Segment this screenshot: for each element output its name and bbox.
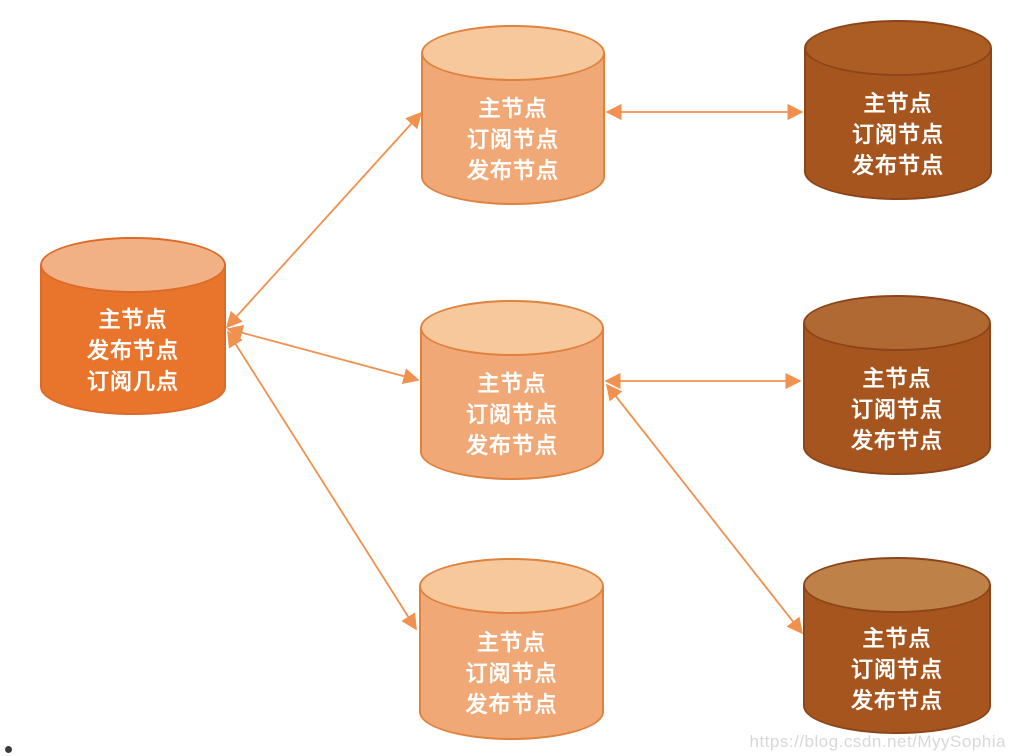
label-line: 发布节点 [850,688,943,713]
edge-replica-middle-secondary-bottom [605,383,804,635]
label-line: 订阅节点 [850,396,943,422]
cylinder-top-ellipse [40,237,226,293]
label-line: 发布节点 [465,432,558,458]
label-line: 发布节点 [851,152,944,178]
cylinder-top-ellipse [419,558,604,614]
node-master: 主节点 发布节点 订阅几点 [40,237,226,415]
label-line: 主节点 [476,629,546,655]
node-replica-bottom: 主节点 订阅节点 发布节点 [419,558,604,740]
bullet-dot [5,746,12,753]
cylinder-top-ellipse [421,25,605,81]
node-replica-top: 主节点 订阅节点 发布节点 [421,25,605,205]
node-secondary-top-label: 主节点 订阅节点 发布节点 [804,76,992,192]
node-replica-top-label: 主节点 订阅节点 发布节点 [421,81,605,197]
label-line: 订阅节点 [851,121,944,147]
label-line: 发布节点 [850,427,943,453]
node-secondary-middle: 主节点 订阅节点 发布节点 [803,295,991,475]
label-line: 发布节点 [465,691,558,717]
node-secondary-bottom: 主节点 订阅节点 发布节点 [803,557,991,734]
label-line: 发布节点 [466,157,559,183]
node-replica-bottom-label: 主节点 订阅节点 发布节点 [419,614,604,732]
node-replica-middle: 主节点 订阅节点 发布节点 [420,300,604,480]
edge-master-replica-middle [226,324,420,385]
label-line: 主节点 [98,306,168,332]
label-line: 主节点 [478,95,548,121]
cylinder-top-ellipse [803,557,991,613]
label-line: 主节点 [862,626,932,651]
label-line: 订阅节点 [465,660,558,686]
label-line: 主节点 [862,365,932,391]
node-replica-middle-label: 主节点 订阅节点 发布节点 [420,356,604,472]
label-line: 发布节点 [86,337,179,363]
label-line: 主节点 [863,90,933,116]
node-secondary-top: 主节点 订阅节点 发布节点 [804,20,992,200]
watermark: https://blog.csdn.net/MyySophia [749,732,1006,751]
node-master-label: 主节点 发布节点 订阅几点 [40,293,226,407]
cylinder-top-ellipse [803,295,991,351]
cylinder-body [419,586,604,740]
label-line: 订阅节点 [466,126,559,152]
label-line: 订阅几点 [86,368,179,394]
edge-master-replica-bottom [227,330,417,631]
cylinder-top-ellipse [804,20,992,76]
cylinder-top-ellipse [420,300,604,356]
edge-master-replica-top [225,111,423,329]
node-secondary-bottom-label: 主节点 订阅节点 发布节点 [803,613,991,726]
node-secondary-middle-label: 主节点 订阅节点 发布节点 [803,351,991,467]
label-line: 主节点 [477,370,547,396]
label-line: 订阅节点 [850,657,943,682]
label-line: 订阅节点 [465,401,558,427]
